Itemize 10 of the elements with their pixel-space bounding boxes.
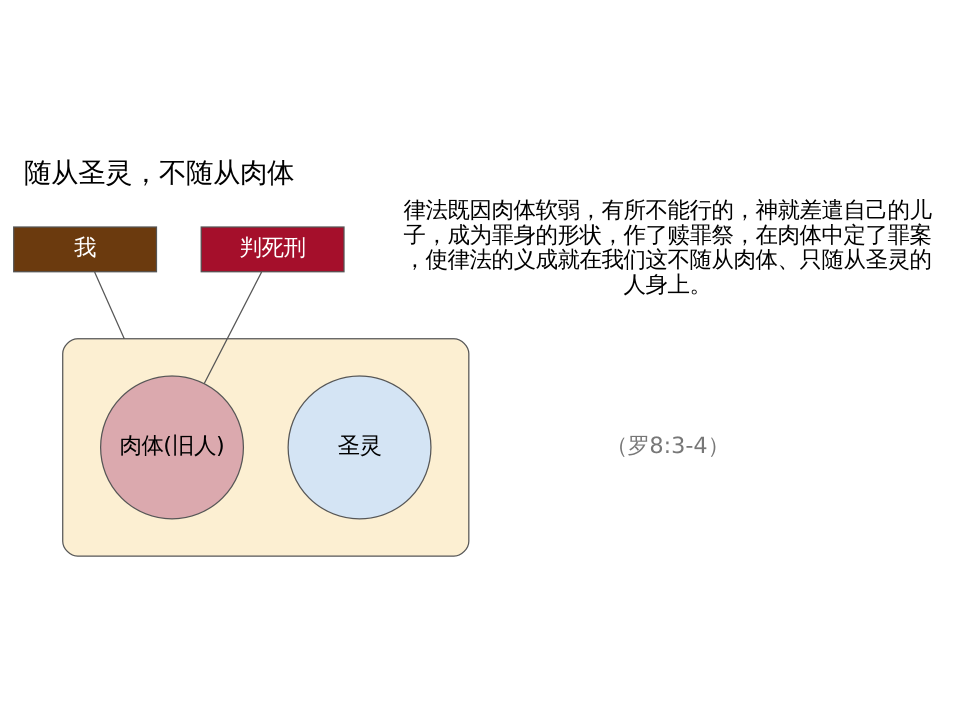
connector [204, 271, 262, 384]
node-box: 我 [13, 226, 158, 272]
diagram-title: 随从圣灵，不随从肉体 [24, 157, 294, 188]
label: （罗8:3-4） [605, 432, 730, 458]
label: 律法既因肉体软弱，有所不能行的，神就差遣自己的儿子，成为罪身的形状，作了赎罪祭，在肉体中定了罪案，使律法的义成就在我们这不随从肉体、只随从圣灵的人身上。 [404, 197, 932, 298]
node-box: 判死刑 [200, 226, 345, 272]
connector [94, 271, 125, 339]
node-circle: 肉体(旧人) [100, 374, 244, 519]
cluster [62, 338, 470, 556]
node-circle: 圣灵 [288, 374, 432, 519]
